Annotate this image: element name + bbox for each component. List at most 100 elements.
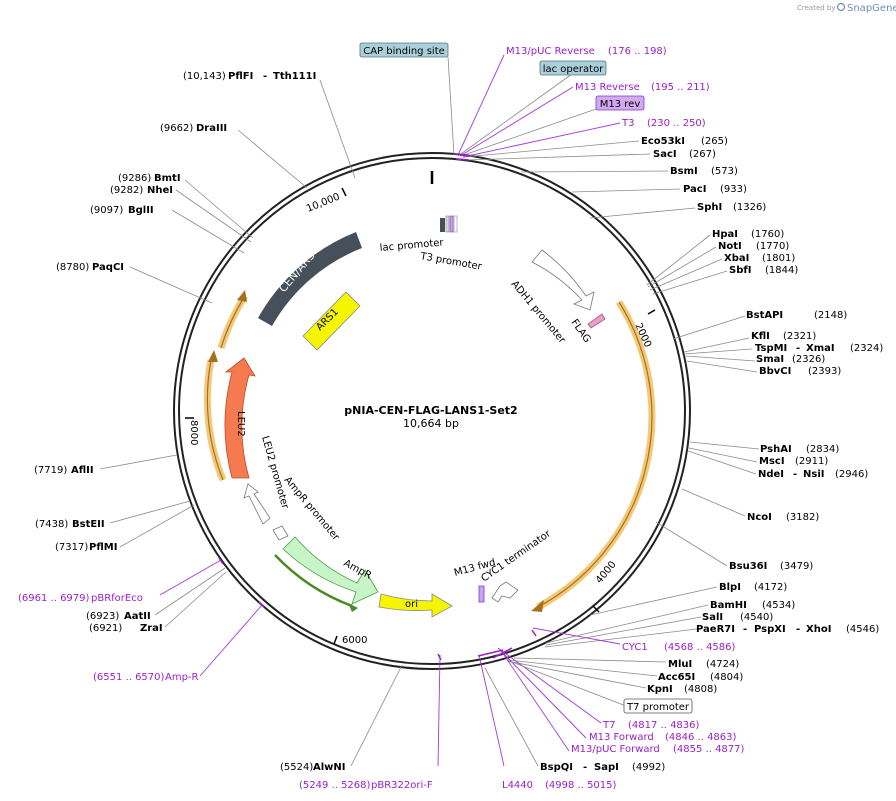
primer-t7-name: T7 [602,720,615,731]
site-draiii-pos: (9662) [160,123,193,134]
feature-orange-left-upper-arrow [237,290,247,302]
site-paqci-name: PaqCI [92,262,124,273]
site-bsu36i-name: Bsu36I [729,561,767,572]
site-pflmi-pos: (7317) [55,542,88,553]
site-msci-pos: (2911) [795,456,828,467]
feature-orange-left-lower-core [206,359,224,481]
primer-cyc1-range: (4568 .. 4586) [664,642,736,653]
site-sbfi-pos: (1844) [765,265,798,276]
left-leader-lines [99,79,403,767]
site-xbai-name: XbaI [724,253,749,264]
site-bbvci-name: BbvCI [759,366,791,377]
brand-created-by: Created by [797,4,836,12]
brand-product: SnapGene [847,3,896,14]
primer-l4440-range: (4998 .. 5015) [545,780,617,791]
feature-cds-right-arrow [531,600,544,612]
site-ncoi-name: NcoI [747,512,772,523]
site-paer7i-a: PaeR7I [696,624,735,635]
site-paer7i-c: XhoI [806,624,831,635]
site-bglii-name: BglII [128,205,154,216]
site-bsteii-pos: (7438) [35,519,68,530]
m13-rev-box [595,95,645,111]
site-sali-name: SalI [702,612,723,623]
site-bspqi-a: BspQI [540,762,573,773]
site-ncoi-pos: (3182) [786,512,819,523]
feature-t3-promoter-label: T3 promoter [418,251,483,273]
site-tspmi-pos: (2324) [850,343,883,354]
site-saci-pos: (267) [689,149,716,160]
snapgene-logo-icon [836,2,846,12]
feature-adh1-promoter-label: ADH1 promoter [509,279,568,347]
site-bsmi-name: BsmI [670,166,698,177]
feature-cyc1-terminator [491,581,519,603]
primer-t3-range: (230 .. 250) [647,118,706,129]
site-ndei-sep: - [793,469,797,480]
site-msci-name: MscI [759,456,785,467]
feature-lac-block [445,215,450,233]
site-aflii-name: AflII [71,465,94,476]
feature-leu2-promoter-label: LEU2 promoter [259,435,291,511]
site-bbvci-pos: (2393) [808,366,841,377]
feature-promoter-block [453,215,458,233]
primer-m13-reverse-range: (195 .. 211) [651,82,710,93]
site-zrai-pos: (6921) [89,623,122,634]
primer-marks [218,153,537,661]
m13-rev-label: M13 rev [600,99,641,110]
site-xbai-pos: (1801) [762,253,795,264]
site-bstapi-name: BstAPI [746,310,783,321]
site-bmti-name: BmtI [154,173,181,184]
site-kfli-pos: (2321) [783,331,816,342]
site-pflmi-name: PflMI [89,542,117,553]
primer-m13puc-fwd-range: (4855 .. 4877) [673,744,745,755]
tick-4000 [592,605,600,613]
primer-pbr322-range: (5249 .. 5268) [299,780,371,791]
primer-ampr-range: (6551 .. 6570) [93,672,165,683]
site-tspmi-sep: - [796,343,800,354]
tick-label-8000: 8000 [188,420,199,445]
site-bmti-pos: (9286) [118,173,151,184]
feature-cap-block [440,218,445,232]
feature-m13-fwd-block [478,585,485,603]
primer-m13puc-fwd-name: M13/pUC Forward [571,744,660,755]
site-paer7i-pos: (4546) [846,624,879,635]
site-paqci-pos: (8780) [56,262,89,273]
feature-ampr [282,536,379,605]
site-sphi-name: SphI [697,202,722,213]
site-smai-pos: (2326) [792,354,825,365]
site-paer7i-b: PspXI [754,624,786,635]
feature-ampr-promoter-label: AmpR promoter [282,475,342,544]
primer-ampr-name: Amp-R [165,672,199,683]
feature-flag [587,313,606,329]
site-pflfi-pos: (10,143) [183,71,226,82]
site-bspqi-b: SapI [594,762,619,773]
site-paer7i-sep2: - [796,624,800,635]
site-pflfi-sep: - [263,71,267,82]
primer-m13puc-rev-name: M13/pUC Reverse [506,46,595,57]
site-eco53ki-name: Eco53kI [641,136,685,147]
site-mlui-pos: (4724) [706,659,739,670]
plasmid-length: 10,664 bp [403,417,459,430]
site-alwni-pos: (5524) [280,762,313,773]
site-acc65i-pos: (4804) [710,672,743,683]
feature-ori-label: ori [405,599,418,610]
site-saci-name: SacI [653,149,677,160]
backbone-inner [178,157,686,665]
primer-m13-reverse-name: M13 Reverse [575,82,640,93]
feature-leu2-promoter [243,483,271,525]
site-sphi-pos: (1326) [733,202,766,213]
primer-t7-range: (4817 .. 4836) [628,720,700,731]
site-paci-pos: (933) [720,184,747,195]
primer-m13puc-rev-range: (176 .. 198) [608,46,667,57]
backbone-outer [173,152,691,670]
cap-binding-site-box [359,42,449,58]
site-ndei-a: NdeI [758,469,784,480]
feature-flag-label: FLAG [569,317,593,345]
primer-pbrforeco-name: pBRforEco [91,593,143,604]
primer-pbrforeco-range: (6961 .. 6979) [18,593,90,604]
feature-lac-promoter-label: lac promoter [379,237,445,254]
site-bspqi-pos: (4992) [632,762,665,773]
primer-m13-forward-name: M13 Forward [589,732,654,743]
feature-adh1-promoter [531,249,595,311]
plasmid-name: pNIA-CEN-FLAG-LANS1-Set2 [344,404,517,417]
